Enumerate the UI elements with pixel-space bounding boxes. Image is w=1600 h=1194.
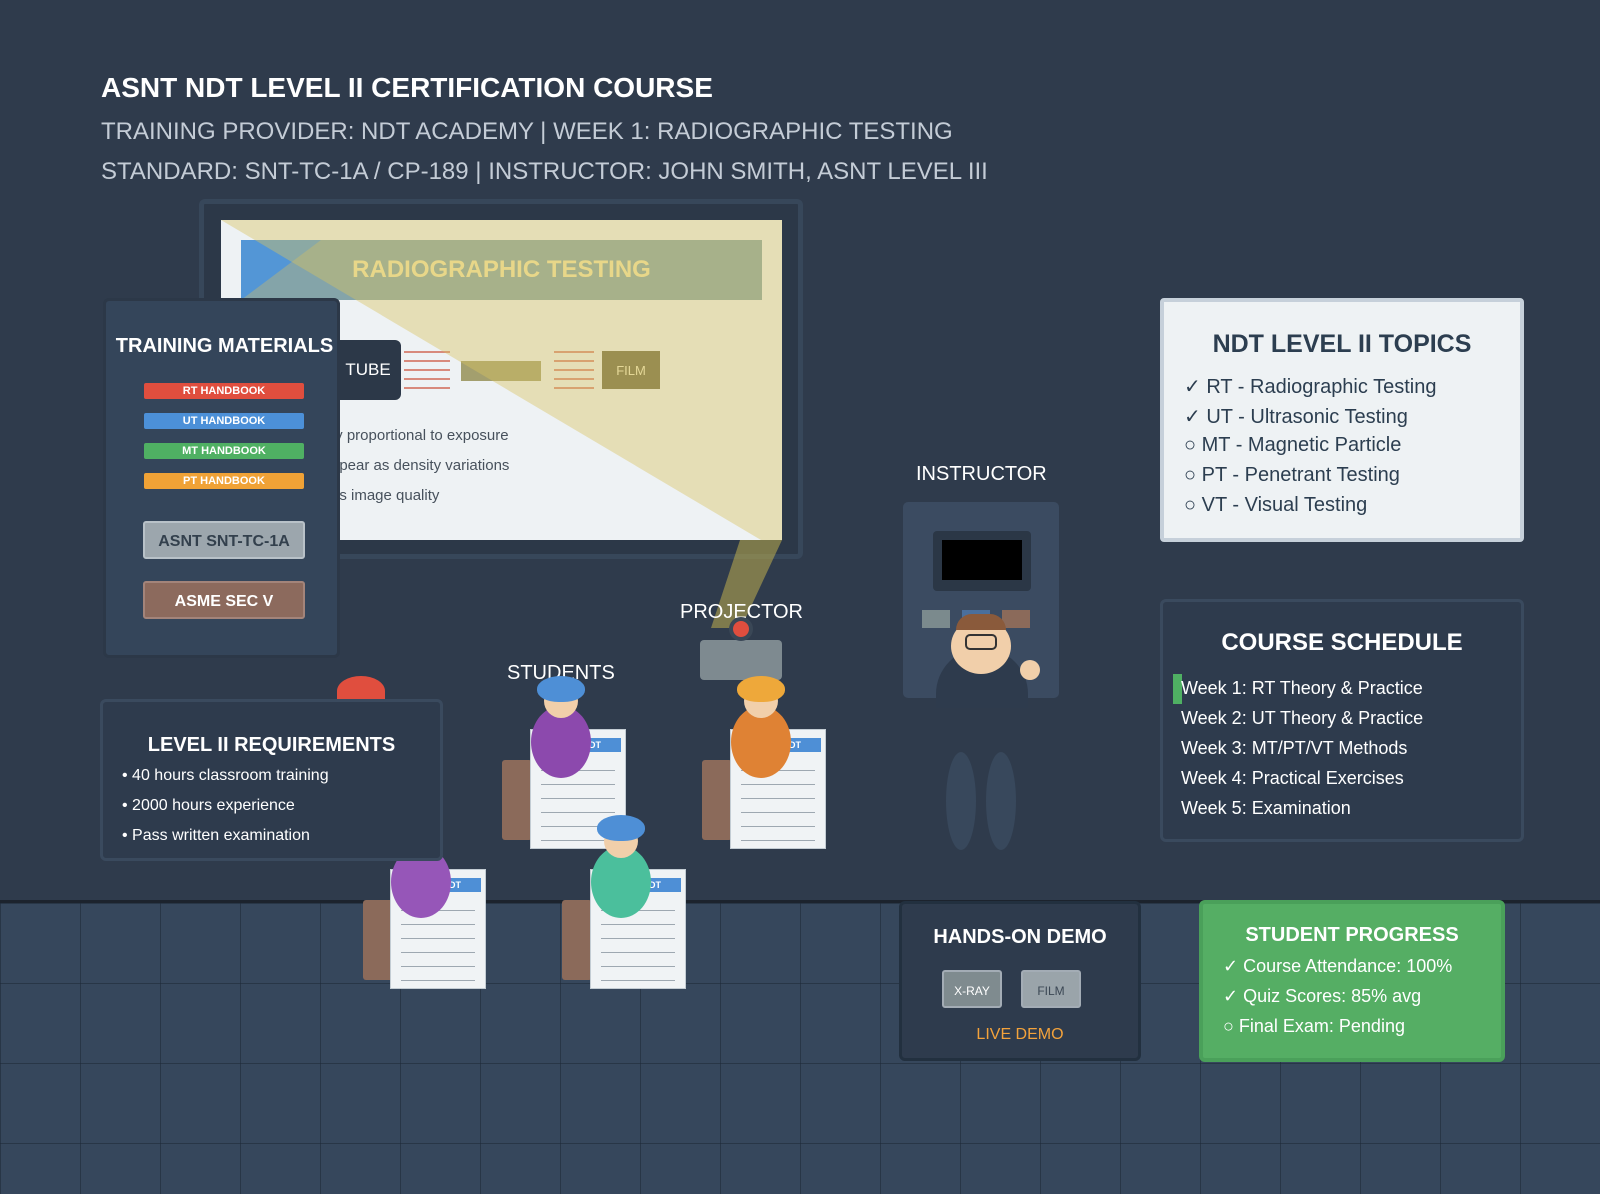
page-title: ASNT NDT LEVEL II CERTIFICATION COURSE: [101, 72, 713, 103]
student-progress-panel: STUDENT PROGRESS ✓ Course Attendance: 10…: [1199, 900, 1505, 1062]
page-subtitle-standard: STANDARD: SNT-TC-1A / CP-189 | INSTRUCTO…: [101, 158, 988, 185]
projector-lens-icon: [733, 621, 749, 637]
student-cap: [597, 815, 645, 841]
test-specimen-plate: [461, 361, 541, 381]
requirement-item: • 40 hours classroom training: [122, 767, 329, 784]
progress-item: ○ Final Exam: Pending: [1223, 1016, 1405, 1036]
training-materials-title: TRAINING MATERIALS: [115, 335, 334, 357]
topic-item: ○ VT - Visual Testing: [1184, 494, 1368, 516]
live-demo-status: LIVE DEMO: [976, 1026, 1064, 1043]
topic-item: ✓ RT - Radiographic Testing: [1184, 376, 1437, 398]
level-ii-requirements-panel: LEVEL II REQUIREMENTS • 40 hours classro…: [100, 699, 443, 861]
safety-glasses-icon: [965, 634, 997, 650]
requirement-item: • Pass written examination: [122, 827, 310, 844]
radiation-lines-right: [554, 351, 594, 396]
ndt-topics-panel: NDT LEVEL II TOPICS ✓ RT - Radiographic …: [1160, 298, 1524, 542]
slide-bullet: ppear as density variations: [331, 457, 510, 474]
xray-button[interactable]: X-RAY: [942, 970, 1002, 1008]
student-chair: [702, 760, 732, 840]
projector-label: PROJECTOR: [680, 601, 803, 623]
schedule-item: Week 2: UT Theory & Practice: [1181, 708, 1424, 728]
student-chair: [363, 900, 393, 980]
requirement-item: • 2000 hours experience: [122, 797, 295, 814]
instructor-hair: [956, 614, 1006, 630]
instructor-leg: [986, 752, 1016, 850]
slide-film-box: FILM: [602, 351, 660, 389]
course-schedule-panel: COURSE SCHEDULE Week 1: RT Theory & Prac…: [1160, 599, 1524, 842]
students-label: STUDENTS: [507, 662, 615, 684]
xray-tube-label: TUBE: [335, 340, 401, 400]
progress-title: STUDENT PROGRESS: [1245, 924, 1459, 946]
topic-item: ○ PT - Penetrant Testing: [1184, 464, 1400, 486]
schedule-item: Week 4: Practical Exercises: [1181, 768, 1404, 788]
student-cap: [537, 676, 585, 702]
radiation-lines-left: [404, 351, 450, 396]
student-cap: [737, 676, 785, 702]
podium-key: [922, 610, 950, 628]
projector-beam-lower: [711, 540, 782, 628]
slide-bullet: es image quality: [331, 487, 440, 504]
mt-handbook[interactable]: MT HANDBOOK: [144, 443, 304, 459]
slide-title: RADIOGRAPHIC TESTING: [241, 240, 762, 300]
schedule-item: Week 3: MT/PT/VT Methods: [1181, 738, 1408, 758]
progress-item: ✓ Quiz Scores: 85% avg: [1223, 986, 1422, 1006]
podium-monitor-screen: [942, 540, 1022, 580]
pt-handbook[interactable]: PT HANDBOOK: [144, 473, 304, 489]
projector-body: [700, 640, 782, 680]
student-chair: [562, 900, 592, 980]
demo-title: HANDS-ON DEMO: [933, 926, 1107, 948]
requirements-title: LEVEL II REQUIREMENTS: [147, 734, 396, 756]
instructor-leg: [946, 752, 976, 850]
student-body: [731, 706, 791, 778]
page-subtitle-provider: TRAINING PROVIDER: NDT ACADEMY | WEEK 1:…: [101, 118, 953, 145]
schedule-title: COURSE SCHEDULE: [1221, 629, 1463, 656]
student-body: [531, 706, 591, 778]
asnt-standard-button[interactable]: ASNT SNT-TC-1A: [143, 521, 305, 559]
instructor-hand: [1020, 660, 1040, 680]
ut-handbook[interactable]: UT HANDBOOK: [144, 413, 304, 429]
rt-handbook[interactable]: RT HANDBOOK: [144, 383, 304, 399]
instructor-label: INSTRUCTOR: [916, 463, 1047, 485]
topics-title: NDT LEVEL II TOPICS: [1212, 330, 1472, 358]
podium-key: [1002, 610, 1030, 628]
film-button[interactable]: FILM: [1021, 970, 1081, 1008]
slide-accent: [241, 240, 321, 300]
projector-beam: [221, 220, 782, 540]
current-week-marker: [1173, 674, 1182, 704]
hands-on-demo-panel: HANDS-ON DEMO X-RAY FILM LIVE DEMO: [899, 901, 1141, 1061]
progress-item: ✓ Course Attendance: 100%: [1223, 956, 1453, 976]
topic-item: ○ MT - Magnetic Particle: [1184, 434, 1402, 456]
training-materials-panel: TRAINING MATERIALS RT HANDBOOK UT HANDBO…: [103, 298, 340, 658]
schedule-item: Week 5: Examination: [1181, 798, 1351, 818]
topic-item: ✓ UT - Ultrasonic Testing: [1184, 406, 1408, 428]
slide-bullet: ty proportional to exposure: [331, 427, 509, 444]
asme-standard-button[interactable]: ASME SEC V: [143, 581, 305, 619]
student-chair: [502, 760, 532, 840]
student-body: [591, 846, 651, 918]
schedule-item: Week 1: RT Theory & Practice: [1181, 678, 1423, 698]
